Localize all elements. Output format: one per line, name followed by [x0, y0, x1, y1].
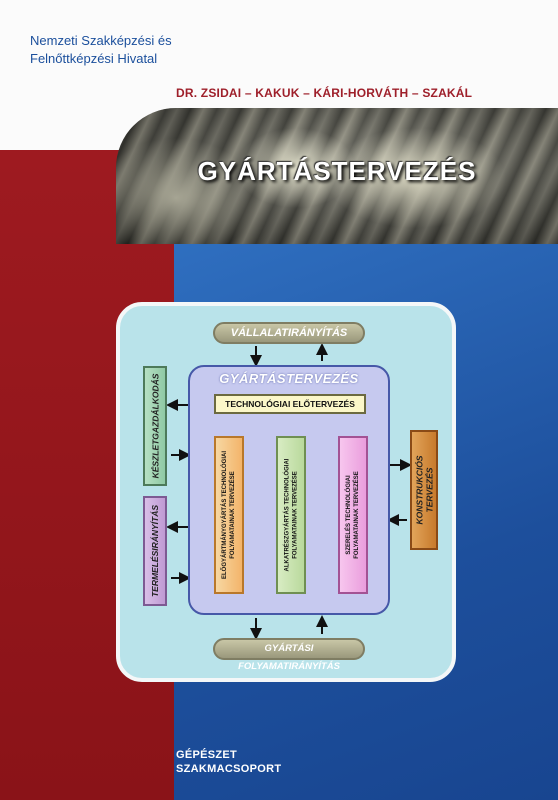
- manufacturing-process-control-box: GYÁRTÁSI FOLYAMATIRÁNYÍTÁS: [213, 638, 365, 672]
- part-line-2: FOLYAMATAINAK TERVEZÉSE: [292, 471, 299, 559]
- publisher-line-1: Nemzeti Szakképzési és: [30, 33, 172, 48]
- preform-manufacturing-box: ELŐGYÁRTMÁNYGYÁRTÁS TECHNOLÓGIAI FOLYAMA…: [214, 436, 244, 594]
- inventory-management-box: KÉSZLETGAZDÁLKODÁS: [143, 366, 167, 486]
- department-label: GÉPÉSZET SZAKMACSOPORT: [176, 748, 281, 776]
- part-manufacturing-box: ALKATRÉSZGYÁRTÁS TECHNOLÓGIAI FOLYAMATAI…: [276, 436, 306, 594]
- corporate-management-box: VÁLLALATIRÁNYÍTÁS: [213, 322, 365, 344]
- assembly-line-2: FOLYAMATAINAK TERVEZÉSE: [354, 471, 361, 559]
- production-control-label: TERMELÉSIRÁNYÍTÁS: [150, 504, 160, 598]
- assembly-technology-box: SZERELÉS TECHNOLÓGIAI FOLYAMATAINAK TERV…: [338, 436, 368, 594]
- production-planning-title: GYÁRTÁSTERVEZÉS: [219, 371, 359, 386]
- part-line-1: ALKATRÉSZGYÁRTÁS TECHNOLÓGIAI: [284, 458, 291, 572]
- production-control-box: TERMELÉSIRÁNYÍTÁS: [143, 496, 167, 606]
- book-title: GYÁRTÁSTERVEZÉS: [197, 156, 477, 186]
- design-line-2: TERVEZÉS: [424, 467, 435, 513]
- preform-line-2: FOLYAMATAINAK TERVEZÉSE: [230, 471, 237, 559]
- publisher-name: Nemzeti Szakképzési és Felnőttképzési Hi…: [30, 32, 172, 68]
- design-line-1: KONSTRUKCIÓS: [414, 455, 425, 525]
- inventory-management-label: KÉSZLETGAZDÁLKODÁS: [150, 373, 160, 479]
- technological-preplanning-box: TECHNOLÓGIAI ELŐTERVEZÉS: [214, 394, 366, 414]
- preform-line-1: ELŐGYÁRTMÁNYGYÁRTÁS TECHNOLÓGIAI: [222, 450, 229, 580]
- department-line-2: SZAKMACSOPORT: [176, 763, 282, 775]
- authors: DR. ZSIDAI – KAKUK – KÁRI-HORVÁTH – SZAK…: [176, 86, 473, 100]
- publisher-line-2: Felnőttképzési Hivatal: [30, 51, 158, 66]
- machinery-photo: [116, 108, 558, 244]
- design-engineering-box: KONSTRUKCIÓS TERVEZÉS: [410, 430, 438, 550]
- department-line-1: GÉPÉSZET: [176, 749, 238, 761]
